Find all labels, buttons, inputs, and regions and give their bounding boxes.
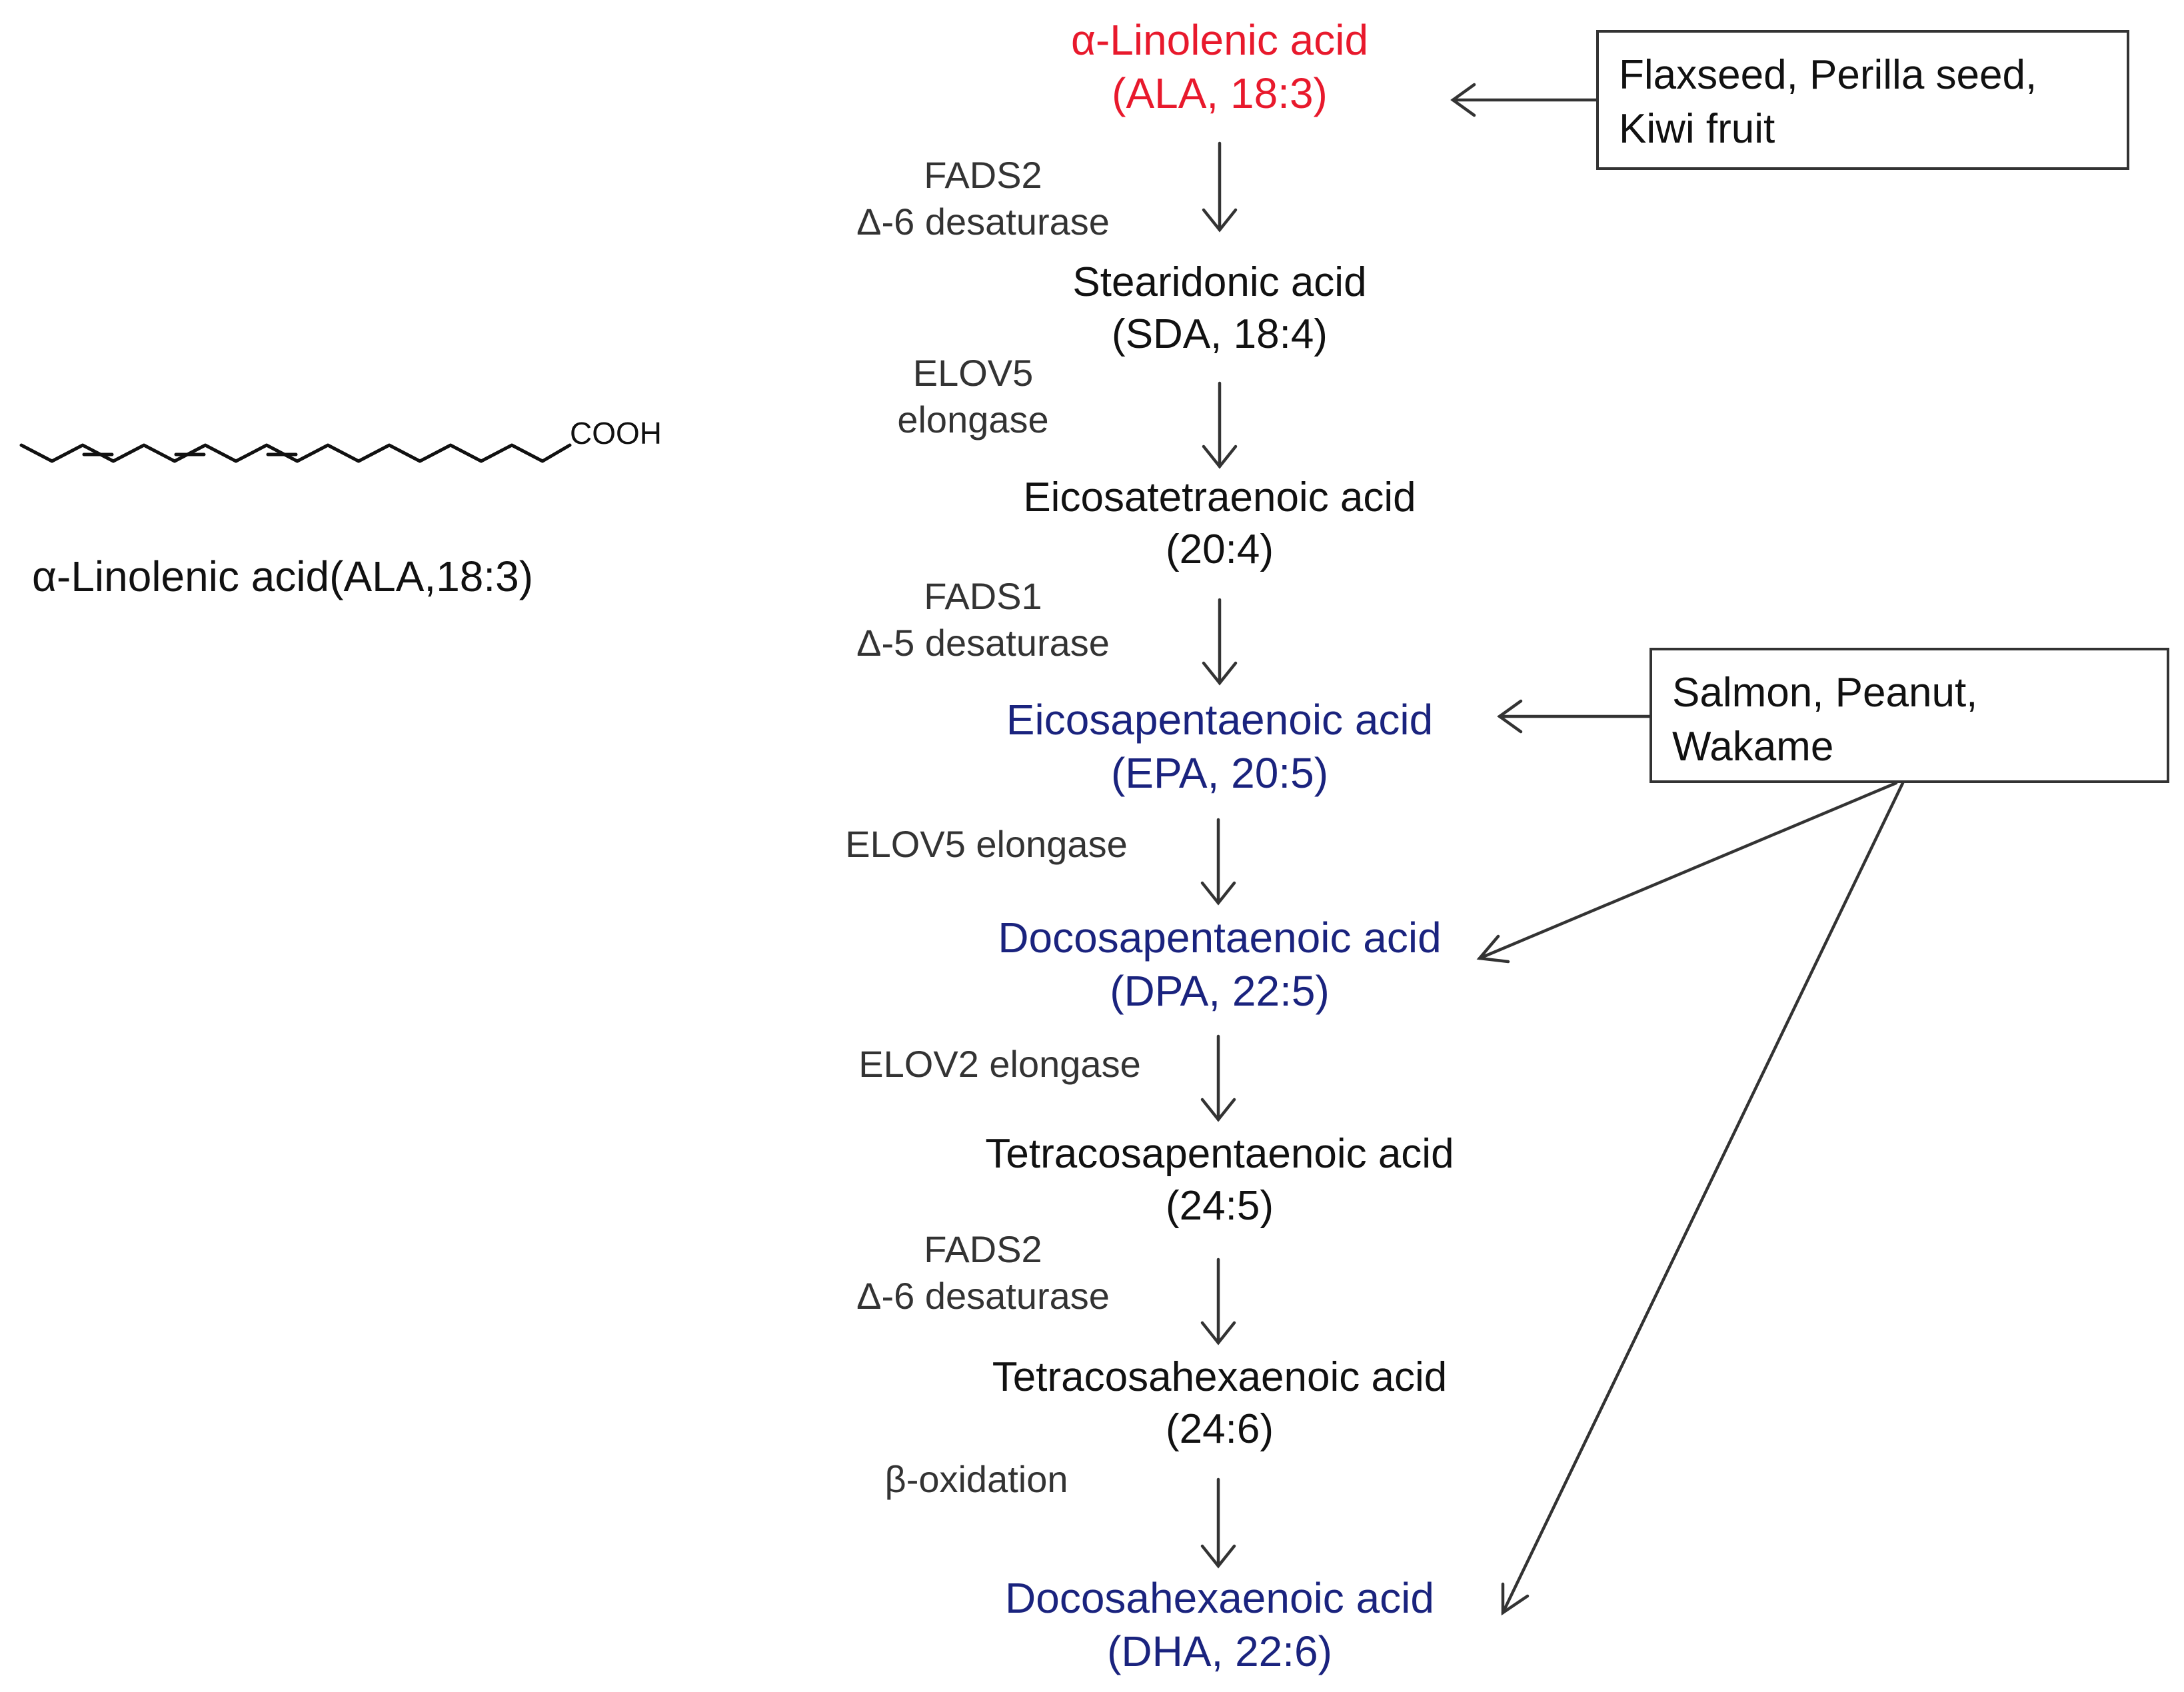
enzyme-fads1-line1: FADS1 [924, 575, 1042, 617]
structure-caption: α-Linolenic acid(ALA,18:3) [32, 552, 534, 600]
compound-epa-name: Eicosapentaenoic acid [1006, 696, 1434, 744]
enzyme-elov5-1-line2: elongase [897, 399, 1049, 440]
marine-source-line2: Wakame [1672, 723, 1834, 770]
plant-source-arrow [1450, 83, 1598, 117]
plant-source-line1: Flaxseed, Perilla seed, [1619, 52, 2037, 98]
enzyme-elov2: ELOV2 elongase [858, 1041, 1140, 1088]
compound-sda-abbr: (SDA, 18:4) [1112, 311, 1328, 357]
enzyme-fads2-2-line2: Δ-6 desaturase [856, 1275, 1110, 1317]
compound-tpa-name: Tetracosapentaenoic acid [985, 1131, 1454, 1177]
pathway-arrow-1 [1202, 141, 1238, 233]
compound-eta-abbr: (20:4) [1166, 526, 1274, 572]
enzyme-beta-oxidation-line1: β-oxidation [884, 1458, 1068, 1500]
compound-tha-name: Tetracosahexaenoic acid [992, 1354, 1448, 1400]
compound-epa: Eicosapentaenoic acid (EPA, 20:5) [1006, 693, 1433, 800]
enzyme-elov2-line1: ELOV2 elongase [858, 1043, 1141, 1085]
enzyme-fads2-1: FADS2 Δ-6 desaturase [856, 152, 1110, 245]
plant-source-box: Flaxseed, Perilla seed, Kiwi fruit [1596, 30, 2129, 170]
marine-source-box: Salmon, Peanut, Wakame [1649, 648, 2169, 783]
plant-source-line2: Kiwi fruit [1619, 105, 1775, 152]
pathway-arrow-2 [1202, 381, 1238, 469]
compound-tpa: Tetracosapentaenoic acid (24:5) [985, 1128, 1454, 1232]
compound-eta-name: Eicosatetraenoic acid [1023, 474, 1416, 520]
enzyme-elov5-2: ELOV5 elongase [845, 821, 1127, 868]
compound-ala: α-Linolenic acid (ALA, 18:3) [1071, 13, 1368, 120]
enzyme-fads2-2: FADS2 Δ-6 desaturase [856, 1226, 1110, 1319]
marine-source-line1: Salmon, Peanut, [1672, 670, 1978, 716]
ala-structure [19, 443, 572, 463]
compound-tha-abbr: (24:6) [1166, 1405, 1274, 1452]
enzyme-fads1: FADS1 Δ-5 desaturase [856, 573, 1110, 666]
compound-tha: Tetracosahexaenoic acid (24:6) [992, 1351, 1447, 1455]
marine-epa-arrow [1497, 699, 1651, 734]
marine-dpa-arrow [1476, 781, 1898, 964]
enzyme-elov5-2-line1: ELOV5 elongase [845, 823, 1128, 865]
pathway-arrow-3 [1202, 598, 1238, 686]
pathway-arrow-7 [1200, 1477, 1236, 1569]
enzyme-beta-oxidation: β-oxidation [884, 1456, 1068, 1503]
compound-eta: Eicosatetraenoic acid (20:4) [1023, 472, 1416, 575]
compound-ala-abbr: (ALA, 18:3) [1112, 69, 1328, 117]
compound-dpa-name: Docosapentaenoic acid [998, 914, 1442, 962]
cooh-label: COOH [570, 416, 662, 450]
compound-dha: Docosahexaenoic acid (DHA, 22:6) [1005, 1571, 1434, 1678]
compound-dha-name: Docosahexaenoic acid [1005, 1574, 1434, 1622]
pathway-arrow-6 [1200, 1258, 1236, 1345]
compound-dpa-abbr: (DPA, 22:5) [1110, 967, 1330, 1015]
enzyme-elov5-1: ELOV5 elongase [897, 350, 1048, 443]
pathway-arrow-4 [1200, 818, 1236, 906]
compound-tpa-abbr: (24:5) [1166, 1182, 1274, 1229]
marine-dha-arrow [1501, 781, 1905, 1616]
enzyme-fads1-line2: Δ-5 desaturase [856, 622, 1110, 664]
compound-epa-abbr: (EPA, 20:5) [1110, 749, 1329, 797]
enzyme-fads2-2-line1: FADS2 [924, 1228, 1042, 1270]
enzyme-elov5-1-line1: ELOV5 [912, 352, 1034, 394]
compound-sda-name: Stearidonic acid [1072, 259, 1367, 305]
enzyme-fads2-1-line1: FADS2 [924, 154, 1042, 196]
compound-ala-name: α-Linolenic acid [1070, 16, 1369, 64]
compound-dpa: Docosapentaenoic acid (DPA, 22:5) [998, 911, 1441, 1018]
pathway-arrow-5 [1200, 1034, 1236, 1122]
compound-sda: Stearidonic acid (SDA, 18:4) [1072, 257, 1366, 360]
compound-dha-abbr: (DHA, 22:6) [1107, 1627, 1332, 1675]
enzyme-fads2-1-line2: Δ-6 desaturase [856, 201, 1110, 243]
